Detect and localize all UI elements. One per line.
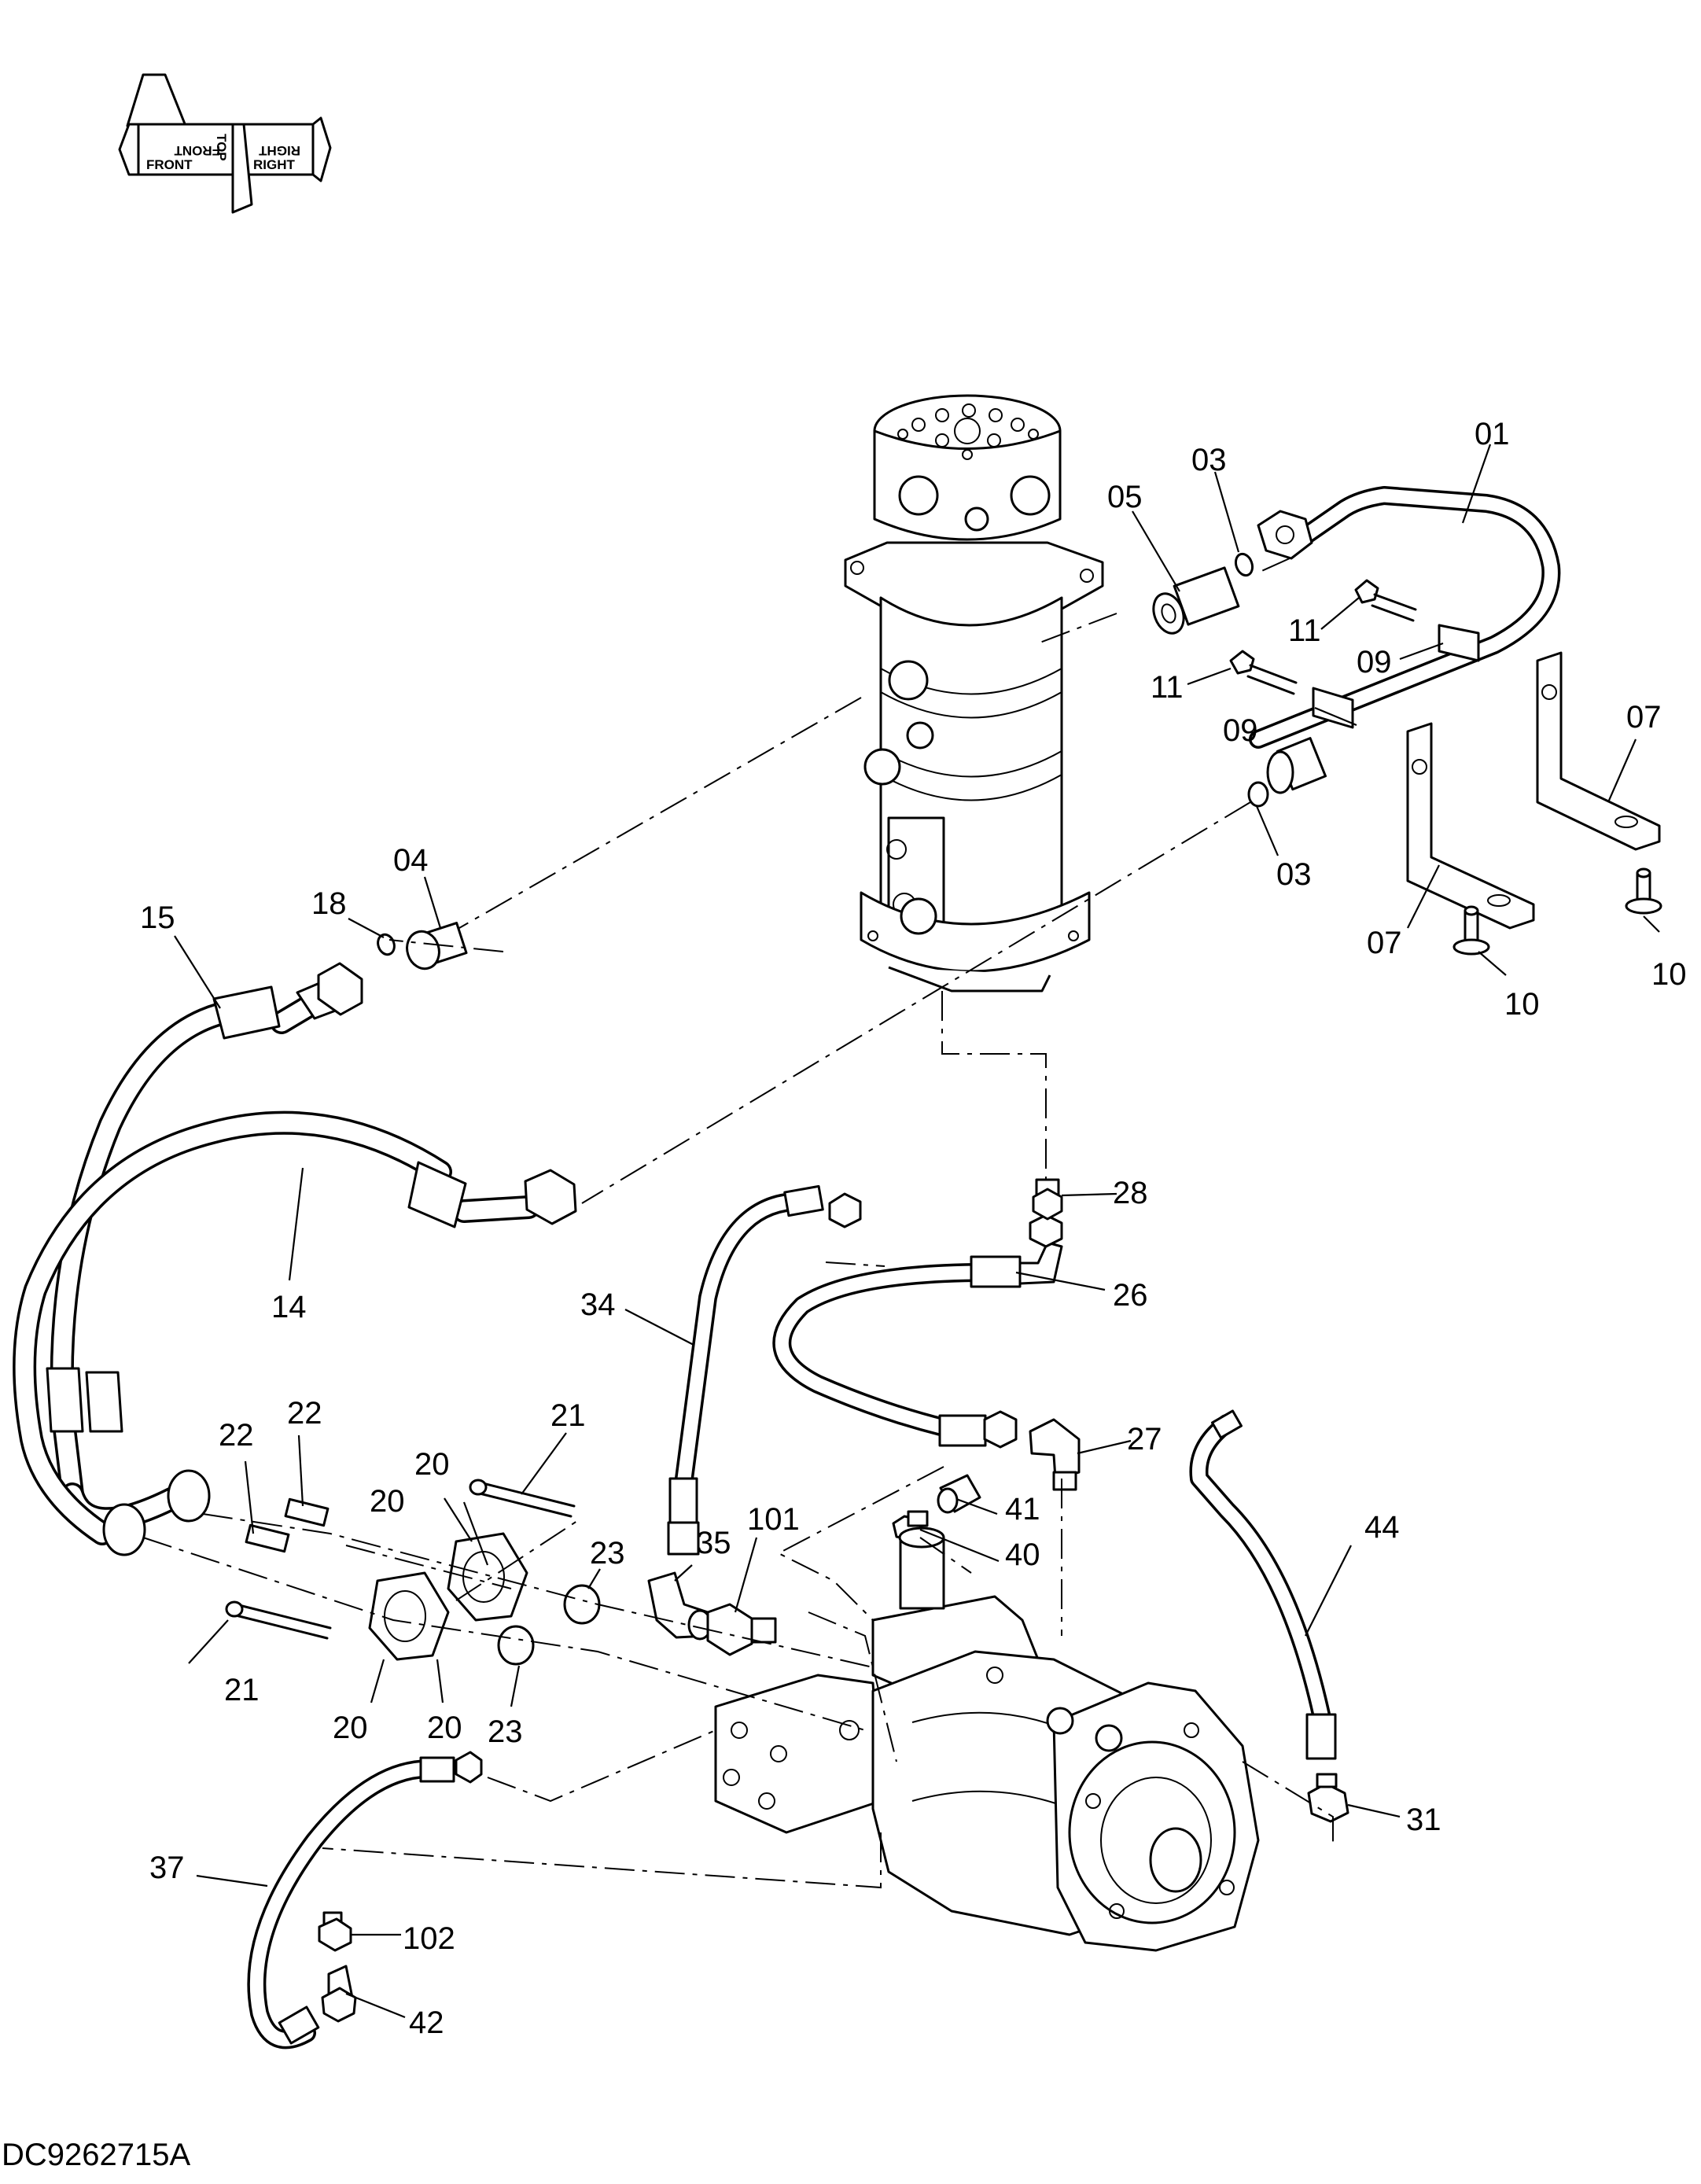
top-label: TOP [214, 134, 229, 161]
callout-07-left: 07 [1367, 926, 1402, 960]
hose-34 [667, 1184, 862, 1556]
callout-20-d: 20 [427, 1711, 462, 1745]
right-mirror-label: RIGHT [259, 143, 301, 158]
fitting-31 [1307, 1773, 1349, 1823]
callout-21-lower: 21 [224, 1673, 260, 1707]
bolt-21 [225, 1479, 576, 1640]
right-label: RIGHT [253, 157, 296, 172]
adapter-05 [1152, 566, 1240, 635]
callout-22-lower: 22 [219, 1418, 254, 1453]
callout-05: 05 [1107, 480, 1143, 514]
bolt-22 [245, 1497, 330, 1553]
callout-40: 40 [1005, 1538, 1040, 1572]
hose-44 [1189, 1409, 1337, 1760]
callout-01: 01 [1475, 417, 1510, 451]
callout-04: 04 [393, 843, 429, 878]
callout-101: 101 [747, 1502, 800, 1537]
hydraulic-motor [714, 1527, 1260, 1952]
callout-10-right: 10 [1651, 957, 1687, 992]
fitting-27 [1029, 1418, 1081, 1491]
callout-20-b: 20 [370, 1484, 405, 1519]
callout-09-lower: 09 [1223, 713, 1258, 748]
fitting-101 [706, 1603, 777, 1656]
callout-14: 14 [271, 1290, 307, 1324]
plug-04 [406, 922, 468, 970]
hose-15 [50, 962, 363, 1531]
callout-03-bottom: 03 [1276, 857, 1312, 892]
bracket-07 [1406, 651, 1661, 930]
fitting-41 [937, 1474, 981, 1514]
clamp-09 [1312, 624, 1480, 729]
callout-35: 35 [696, 1526, 731, 1560]
callout-44: 44 [1364, 1510, 1400, 1545]
callout-27: 27 [1127, 1422, 1162, 1457]
bolt-11 [1229, 579, 1417, 695]
hose-37 [247, 1751, 483, 2050]
callout-10-left: 10 [1504, 987, 1540, 1022]
o-ring-03 [377, 552, 1269, 956]
callout-26: 26 [1113, 1278, 1148, 1313]
leader-lines [174, 444, 1660, 2019]
callout-11-lower: 11 [1151, 670, 1184, 705]
callout-37: 37 [149, 1851, 185, 1885]
fitting-35 [647, 1571, 712, 1641]
callout-20-a: 20 [414, 1447, 450, 1482]
hose-26 [772, 1214, 1063, 1449]
fitting-28 [1032, 1178, 1063, 1221]
fitting-102 [318, 1911, 352, 1952]
bolt-10 [1452, 867, 1662, 956]
flange-20 [368, 1532, 528, 1661]
drawing-number: DC9262715A [2, 2138, 191, 2172]
callout-labels: 01 03 03 04 05 07 07 09 09 10 10 11 11 1… [140, 417, 1687, 2040]
callout-20-c: 20 [333, 1711, 368, 1745]
callout-21-upper: 21 [550, 1398, 586, 1433]
callout-42: 42 [409, 2005, 444, 2040]
callout-102: 102 [403, 1921, 455, 1956]
callout-41: 41 [1005, 1492, 1040, 1527]
front-label: FRONT [146, 157, 193, 172]
callout-18: 18 [311, 886, 347, 921]
callout-34: 34 [580, 1287, 616, 1322]
callout-07-right: 07 [1626, 700, 1662, 735]
callout-23-upper: 23 [590, 1536, 625, 1571]
fitting-42 [321, 1965, 357, 2023]
orientation-symbol: FRONT FRONT TOP RIGHT RIGHT [118, 73, 332, 214]
assembly-lines [142, 558, 1334, 1889]
callout-15: 15 [140, 900, 175, 935]
callout-11-upper: 11 [1288, 613, 1321, 648]
callout-23-lower: 23 [488, 1714, 523, 1749]
front-mirror-label: FRONT [174, 143, 220, 158]
swivel-joint [844, 394, 1104, 993]
callout-03-top: 03 [1191, 443, 1227, 477]
callout-09-upper: 09 [1357, 645, 1392, 680]
callout-28: 28 [1113, 1176, 1148, 1210]
pipe-01 [1249, 486, 1561, 794]
hose-14 [13, 1110, 577, 1545]
callout-31: 31 [1406, 1803, 1441, 1837]
callout-22-upper: 22 [287, 1396, 322, 1431]
flange-fittings [102, 1469, 211, 1556]
